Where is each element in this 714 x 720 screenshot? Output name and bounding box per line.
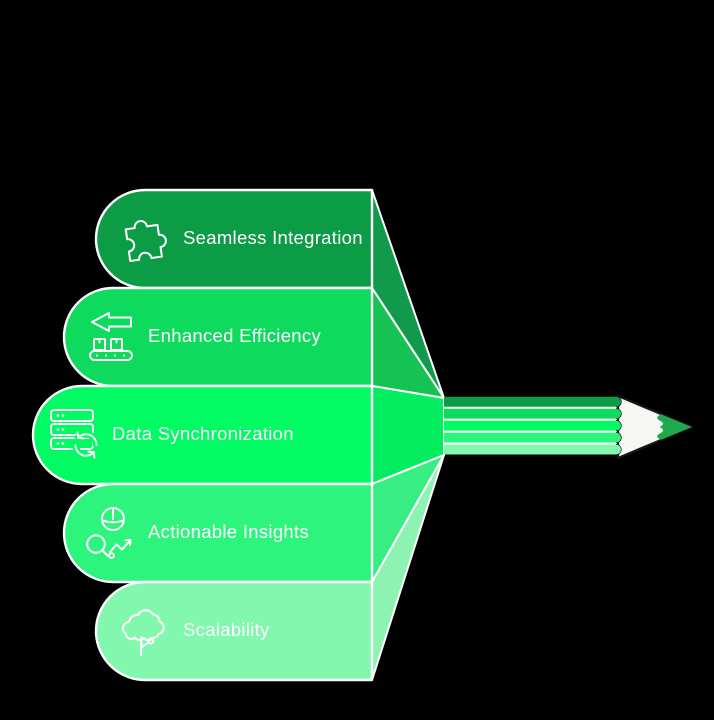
list-item: Seamless Integration <box>94 188 374 290</box>
pencil <box>444 394 694 460</box>
row-shape <box>62 286 374 388</box>
list-item: Enhanced Efficiency <box>62 286 374 388</box>
pencil-stripe <box>444 408 621 419</box>
pencil-lead-tip <box>657 414 692 440</box>
item-label: Enhanced Efficiency <box>148 325 321 346</box>
item-label: Data Synchronization <box>112 423 294 444</box>
fold-connectors <box>371 189 445 681</box>
pencil-stripe <box>444 444 621 455</box>
pencil-stripes <box>444 396 621 455</box>
pencil-stripe <box>444 396 621 407</box>
puzzle-icon <box>124 220 167 263</box>
list-item: Data Synchronization <box>31 384 374 486</box>
row-shape <box>31 384 374 486</box>
pencil-stripe <box>444 420 621 431</box>
list-item: Scalability <box>94 580 374 682</box>
pencil-stripe <box>444 432 621 443</box>
item-label: Seamless Integration <box>183 227 363 248</box>
list-item: Actionable Insights <box>62 482 374 584</box>
row-shape <box>62 482 374 584</box>
magnifier-person-icon <box>86 507 132 559</box>
item-label: Actionable Insights <box>148 521 309 542</box>
conveyor-arrow-icon <box>89 312 133 361</box>
database-sync-icon <box>50 409 100 460</box>
row-shape <box>94 188 374 290</box>
tree-icon <box>121 609 165 656</box>
item-label: Scalability <box>183 619 270 640</box>
row-shape <box>94 580 374 682</box>
